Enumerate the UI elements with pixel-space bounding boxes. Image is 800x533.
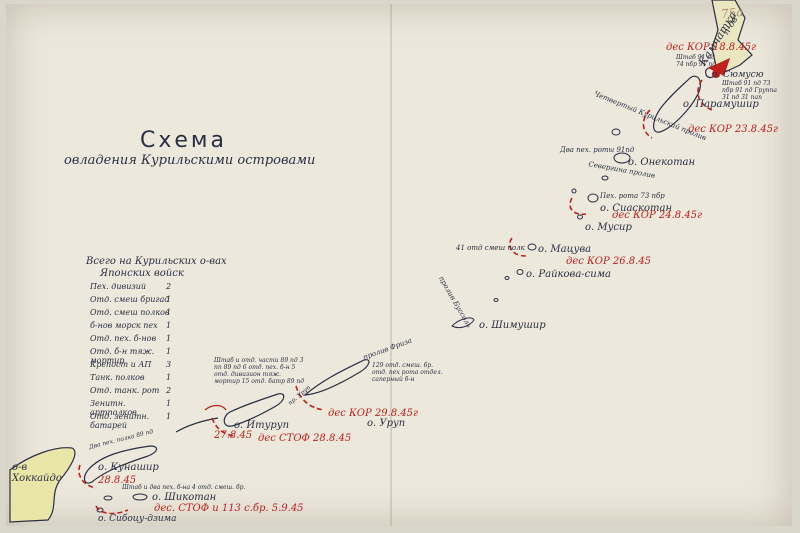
- note-iturup-garrison: Штаб и отд. части 89 пд 3 пп 89 пд 6 отд…: [214, 357, 305, 385]
- label-hokkaido: о-в Хоккайдо: [12, 462, 62, 484]
- landing-paramushir: дес КОР 23.8.45г: [688, 124, 779, 135]
- legend-value: 1: [166, 334, 172, 343]
- raikova-island: [516, 269, 524, 275]
- legend-value: 1: [166, 321, 172, 330]
- landing-iturup: дес СТОФ 28.8.45: [258, 433, 352, 444]
- legend-label: Отд. смеш полков: [90, 308, 170, 317]
- legend-label: Отд. смеш бригад: [90, 295, 170, 304]
- map-subtitle: овладения Курильскими островами: [64, 153, 316, 168]
- legend-subheading: Японских войск: [100, 268, 184, 279]
- label-urup: о. Уруп: [367, 418, 406, 429]
- label-kunashir: о. Кунашир: [98, 462, 159, 473]
- note-syumusyu-garrison: Штаб 91 пд 73 пбр 91 пд Группа 31 пд 31 …: [722, 80, 777, 101]
- note-matsuva-garrison: 41 отд смеш полк: [456, 244, 525, 252]
- landing-kunashir: 28.8.45: [98, 475, 137, 486]
- legend-label: Танк. полков: [90, 373, 145, 382]
- label-siaskotan: о. Сиаскотан: [600, 203, 673, 214]
- landing-iturup-date: 27.8.45: [214, 430, 253, 441]
- landing-siaskotan: дес КОР 24.8.45г: [612, 210, 703, 221]
- legend-heading: Всего на Курильских о-вах: [86, 256, 227, 267]
- legend-row: Отд. пех. б-нов 1: [90, 334, 174, 346]
- kamchatka-coast: [711, 0, 753, 73]
- urup-island: [303, 359, 370, 396]
- legend-row: Пех. дивизий 2: [90, 282, 174, 294]
- matsuva-island: [527, 243, 537, 251]
- note-shikotan-garrison: Штаб и два пех. б-на 4 отд. смеш. бр.: [122, 484, 246, 491]
- siaskotan-island: [587, 193, 599, 203]
- map-title: Схема: [140, 128, 227, 153]
- legend-row: Крепост и АП 3: [90, 360, 174, 372]
- paper-fold-line: [390, 4, 392, 526]
- hokkaido-coast: [9, 447, 76, 523]
- legend-value: 3: [166, 360, 172, 369]
- legend-label: Отд. б-н тяж. мортир: [90, 347, 155, 365]
- label-shikotan: о. Шикотан: [152, 492, 217, 503]
- shimushir-island: [451, 317, 475, 329]
- label-raikova: о. Райкова-сима: [526, 269, 611, 280]
- legend-value: 1: [166, 308, 172, 317]
- legend-label: Крепост и АП: [90, 360, 152, 369]
- legend-row: Отд. б-н тяж. мортир 1: [90, 347, 174, 365]
- legend-row: Танк. полков 1: [90, 373, 174, 385]
- landing-matsuva: дес КОР 26.8.45: [566, 256, 652, 267]
- legend-label: б-нов морск пех: [90, 321, 158, 330]
- legend-value: 1: [166, 373, 172, 382]
- legend-value: 2: [166, 386, 172, 395]
- label-iturup: о. Итуруп: [234, 420, 290, 431]
- legend-label: Отд. танк. рот: [90, 386, 160, 395]
- iturup-island: [223, 393, 285, 427]
- legend-label: Отд. зенитн. батарей: [90, 412, 150, 430]
- label-shimushir: о. Шимушир: [479, 320, 546, 331]
- legend-value: 1: [166, 295, 172, 304]
- label-onekotan: о. Онекотан: [628, 157, 696, 168]
- legend-label: Отд. пех. б-нов: [90, 334, 157, 343]
- legend-value: 1: [166, 347, 172, 356]
- legend-label: Пех. дивизий: [90, 282, 147, 291]
- legend-label: Зенитн. артполков: [90, 399, 137, 417]
- landing-shikotan: дес. СТОФ и 113 с.бр. 5.9.45: [154, 503, 304, 514]
- paper-background: [6, 4, 792, 526]
- label-sibotsu: о. Сибоцу-дзима: [98, 514, 177, 524]
- legend-value: 2: [166, 282, 172, 291]
- label-syumusyu: о. Сюмусю: [712, 70, 764, 80]
- legend-value: 1: [166, 399, 172, 408]
- label-paramushir: о. Парамушир: [683, 99, 759, 110]
- kunashir-island: [83, 445, 158, 484]
- landing-syumusyu: дес КОР 18.8.45г: [666, 42, 757, 53]
- onekotan-island: [613, 152, 631, 164]
- landing-arcs: [78, 79, 713, 515]
- legend-row: Отд. танк. рот 2: [90, 386, 174, 398]
- note-onekotan-garrison: Два пех. роты 91пд: [560, 146, 635, 154]
- shikotan-island: [132, 493, 148, 501]
- legend-row: Зенитн. артполков 1: [90, 399, 174, 417]
- landing-urup: дес КОР 29.8.45г: [328, 408, 419, 419]
- note-paramushir-garrison: Штаб 91 пд 74 пбр 91 пд: [676, 54, 717, 68]
- legend-row: Отд. зенитн. батарей 1: [90, 412, 174, 430]
- label-matsuva: о. Мацува: [538, 244, 592, 255]
- note-siaskotan-garrison: Пех. рота 73 пбр: [600, 192, 665, 200]
- label-musir: о. Мусир: [585, 222, 632, 233]
- legend-value: 1: [166, 412, 172, 421]
- note-urup-garrison: 129 отд. смеш. бр. отд. пех рота отдел. …: [372, 362, 443, 383]
- legend-row: б-нов морск пех 1: [90, 321, 174, 333]
